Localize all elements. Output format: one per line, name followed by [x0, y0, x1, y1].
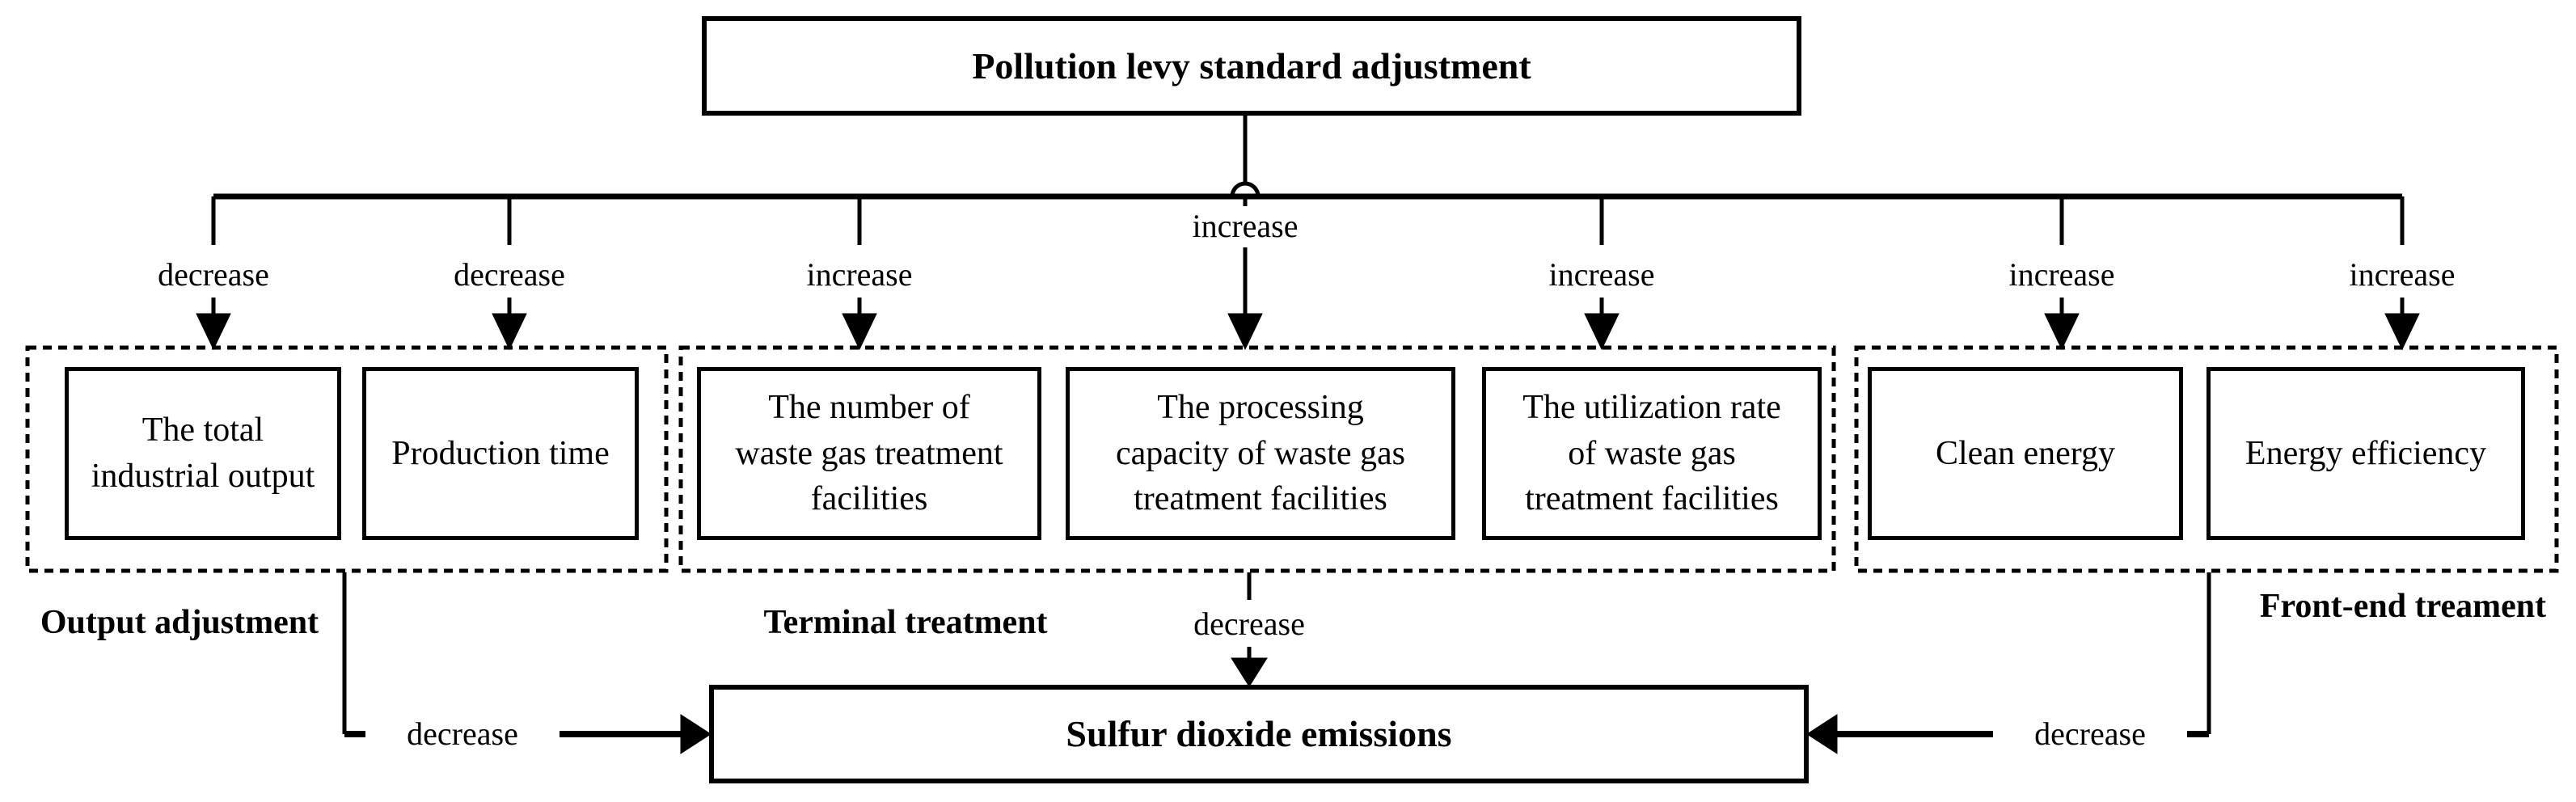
factor-box-label: The number of waste gas treatment facili…: [735, 388, 1003, 518]
arrowhead-down: [1584, 313, 1620, 351]
root-box-label: Pollution levy standard adjustment: [972, 44, 1531, 87]
arrowhead-down: [842, 313, 877, 351]
factor-box-utilization-rate: The utilization rate of waste gas treatm…: [1482, 367, 1822, 540]
flow-label-decrease: decrease: [412, 255, 606, 295]
sink-box-label: Sulfur dioxide emissions: [1066, 713, 1452, 755]
flow-label-decrease: decrease: [116, 255, 310, 295]
factor-box-label: The total industrial output: [91, 412, 315, 495]
group-label-front-end-treatment: Front-end treament: [2259, 588, 2547, 625]
arrowhead-down: [1231, 657, 1268, 687]
root-box: Pollution levy standard adjustment: [702, 16, 1801, 116]
factor-box-label: The utilization rate of waste gas treatm…: [1522, 388, 1781, 518]
arrowhead-down: [1227, 313, 1263, 351]
sink-box: Sulfur dioxide emissions: [709, 685, 1809, 783]
factor-box-processing-capacity: The processing capacity of waste gas tre…: [1066, 367, 1455, 540]
arrowhead-down: [2044, 313, 2080, 351]
arrowhead-down: [492, 313, 527, 351]
factor-box-total-industrial-output: The total industrial output: [65, 367, 341, 540]
group-label-output-adjustment: Output adjustment: [40, 604, 319, 641]
factor-box-label: Clean energy: [1936, 434, 2115, 472]
arrowhead-left: [1806, 714, 1838, 754]
flow-label-decrease: decrease: [1152, 604, 1346, 644]
factor-box-production-time: Production time: [362, 367, 639, 540]
group-label-terminal-treatment: Terminal treatment: [763, 604, 1048, 641]
factor-box-clean-energy: Clean energy: [1868, 367, 2183, 540]
arrowhead-down: [2384, 313, 2420, 351]
factor-box-energy-efficiency: Energy efficiency: [2206, 367, 2525, 540]
flow-label-increase: increase: [2305, 255, 2499, 295]
flow-label-decrease: decrease: [365, 714, 560, 754]
line-jump-arc: [1230, 181, 1261, 197]
flow-label-increase: increase: [762, 255, 956, 295]
flow-label-increase: increase: [1965, 255, 2159, 295]
factor-box-label: Production time: [391, 434, 610, 472]
flow-label-increase: increase: [1505, 255, 1699, 295]
factor-box-label: Energy efficiency: [2244, 434, 2487, 472]
arrowhead-down: [196, 313, 231, 351]
factor-box-number-of-facilities: The number of waste gas treatment facili…: [697, 367, 1041, 540]
flow-label-increase: increase: [1148, 206, 1342, 247]
flow-label-decrease: decrease: [1993, 714, 2187, 754]
group-frame-terminal-treatment: [678, 345, 1836, 573]
factor-box-label: The processing capacity of waste gas tre…: [1115, 388, 1405, 518]
arrowhead-right: [680, 714, 712, 754]
